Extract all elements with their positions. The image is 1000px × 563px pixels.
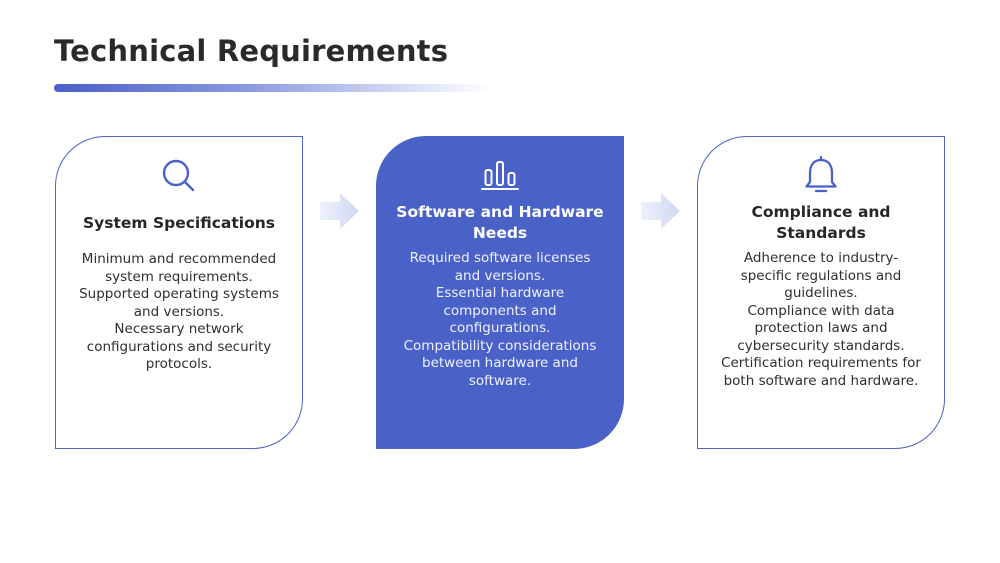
body-line: Compatibility considerations <box>403 337 597 354</box>
bell-icon <box>805 155 837 193</box>
search-icon <box>162 159 195 192</box>
body-line: guidelines. <box>784 285 858 301</box>
body-line: Certification requirements for <box>721 355 921 371</box>
card-body: Required software licenses and versions.… <box>387 250 613 390</box>
body-line: software. <box>468 372 532 389</box>
body-line: and versions. <box>454 267 546 284</box>
body-line: Compliance with data <box>747 302 895 319</box>
card-body: Adherence to industry- specific regulati… <box>708 250 934 390</box>
card-system-specifications: System Specifications Minimum and recomm… <box>55 136 303 449</box>
page-title: Technical Requirements <box>54 34 449 68</box>
body-line: configurations. <box>449 320 551 336</box>
body-line: components and <box>443 302 557 319</box>
bar-chart-icon <box>481 161 519 190</box>
card-software-hardware-needs: Software and Hardware Needs Required sof… <box>376 136 624 449</box>
body-line: both software and hardware. <box>723 372 919 389</box>
body-line: protocols. <box>145 356 213 372</box>
body-line: cybersecurity standards. <box>737 337 905 354</box>
body-line: system requirements. <box>105 268 253 285</box>
body-line: Minimum and recommended <box>81 251 277 267</box>
card-title: System Specifications <box>82 214 275 232</box>
arrow-right-icon <box>320 193 359 229</box>
card-title: Compliance and Standards <box>751 203 891 242</box>
body-line: protection laws and <box>754 320 888 336</box>
body-line: Required software licenses <box>409 250 591 266</box>
title-underline <box>54 84 490 92</box>
body-line: specific regulations and <box>740 267 902 284</box>
body-line: Adherence to industry- <box>743 250 899 266</box>
body-line: configurations and security <box>86 338 272 355</box>
card-compliance-standards: Compliance and Standards Adherence to in… <box>697 136 945 449</box>
body-line: between hardware and <box>422 355 578 371</box>
arrow-right-icon <box>641 193 680 229</box>
body-line: Necessary network <box>114 321 244 337</box>
body-line: and versions. <box>133 303 225 320</box>
body-line: Supported operating systems <box>79 286 279 302</box>
body-line: Essential hardware <box>435 285 565 301</box>
card-title: Software and Hardware Needs <box>396 203 604 242</box>
card-body: Minimum and recommended system requireme… <box>66 251 292 374</box>
